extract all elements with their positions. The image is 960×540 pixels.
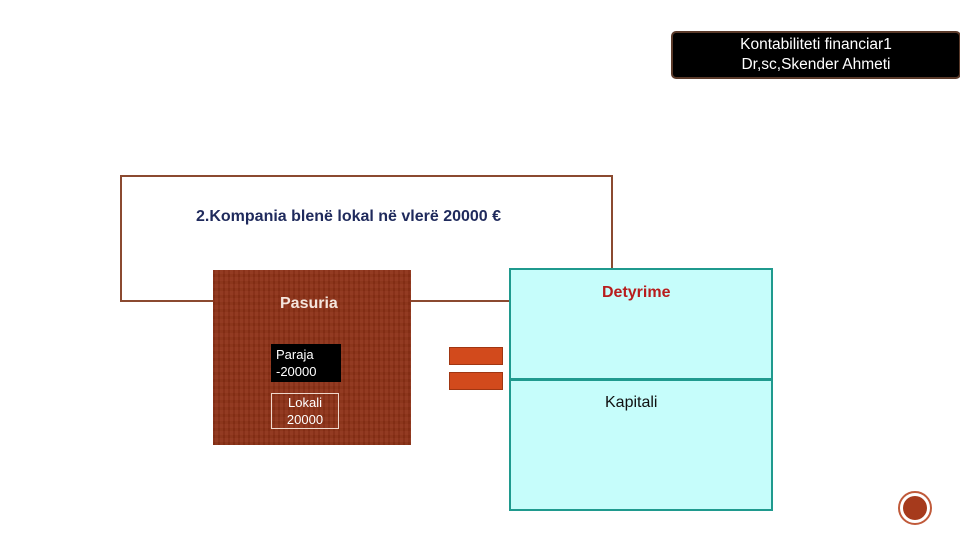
transaction-statement: 2.Kompania blenë lokal në vlerë 20000 € xyxy=(196,208,502,225)
course-title: Kontabiliteti financiar1 xyxy=(740,36,892,53)
premises-account-box: Lokali 20000 xyxy=(271,393,339,429)
cash-value: -20000 xyxy=(276,364,317,379)
cash-label: Paraja xyxy=(276,347,314,362)
premises-label: Lokali xyxy=(288,395,322,410)
author-name: Dr,sc,Skender Ahmeti xyxy=(741,56,891,73)
liabilities-equity-divider xyxy=(509,378,773,381)
liabilities-equity-panel xyxy=(509,268,773,511)
cash-account-box: Paraja -20000 xyxy=(271,344,341,382)
author-box: Kontabiliteti financiar1 Dr,sc,Skender A… xyxy=(671,31,960,79)
equals-sign-bottom-bar xyxy=(449,372,503,390)
equals-sign-top-bar xyxy=(449,347,503,365)
badge-inner-circle xyxy=(903,496,927,520)
assets-title: Pasuria xyxy=(280,295,338,312)
slide-badge-icon xyxy=(898,491,932,525)
liabilities-title: Detyrime xyxy=(602,284,671,301)
premises-value: 20000 xyxy=(286,412,324,427)
equity-title: Kapitali xyxy=(605,394,658,411)
